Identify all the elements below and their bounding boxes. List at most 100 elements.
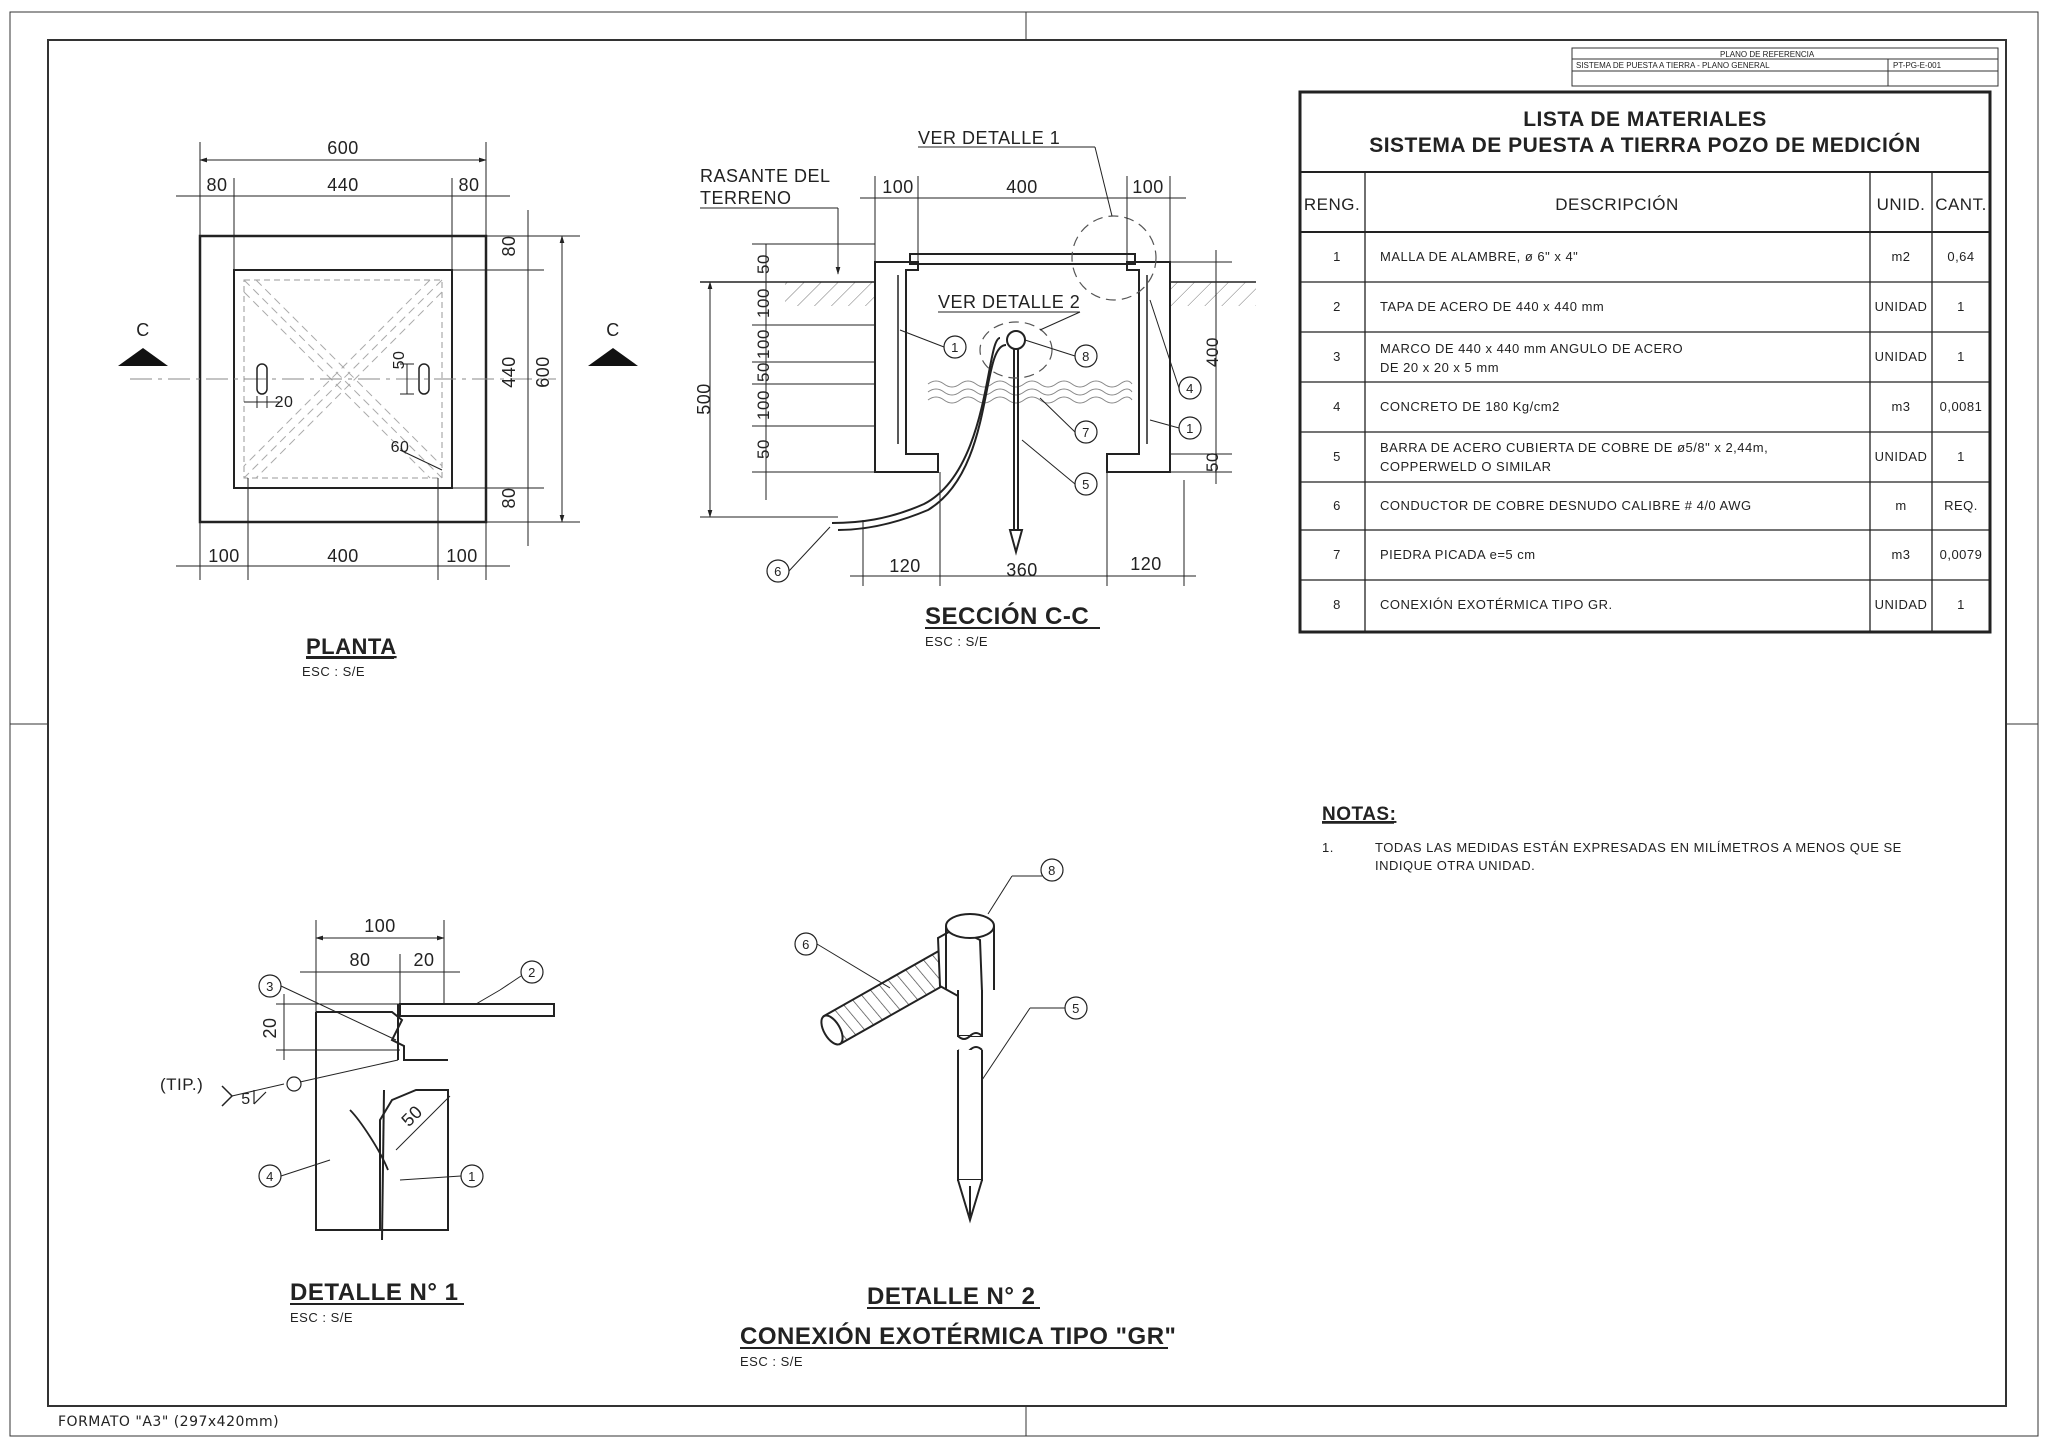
rasante-label-2: TERRENO: [700, 188, 792, 208]
callout-detalle1-4: 4: [266, 1169, 274, 1184]
reference-block: PLANO DE REFERENCIA SISTEMA DE PUESTA A …: [1571, 47, 1999, 87]
header-descripcion: DESCRIPCIÓN: [1555, 195, 1679, 214]
dim-detalle1-a: 80: [349, 950, 370, 970]
row-desc: BARRA DE ACERO CUBIERTA DE COBRE DE ø5/8…: [1380, 440, 1768, 455]
table-row: 2 TAPA DE ACERO DE 440 x 440 mm UNIDAD 1: [1333, 299, 1965, 314]
table-row: 6 CONDUCTOR DE COBRE DESNUDO CALIBRE # 4…: [1333, 498, 1977, 513]
ref-plan-name: SISTEMA DE PUESTA A TIERRA - PLANO GENER…: [1576, 61, 1770, 70]
row-reng: 1: [1333, 249, 1341, 264]
row-unid: UNIDAD: [1875, 597, 1928, 612]
ref-title: PLANO DE REFERENCIA: [1720, 50, 1815, 59]
dim-planta-right-mid: 440: [499, 356, 519, 388]
note-line-1: TODAS LAS MEDIDAS ESTÁN EXPRESADAS EN MI…: [1375, 840, 1902, 855]
format-label: FORMATO "A3" (297x420mm): [58, 1414, 279, 1430]
materials-subtitle: SISTEMA DE PUESTA A TIERRA POZO DE MEDIC…: [1369, 133, 1921, 157]
row-cant: 1: [1957, 597, 1965, 612]
planta-title: PLANTA: [306, 634, 397, 659]
row-unid: m3: [1891, 399, 1910, 414]
seccion-title: SECCIÓN C-C: [925, 602, 1089, 630]
dim-planta-top-right: 80: [458, 175, 479, 195]
detalle2-scale: ESC : S/E: [740, 1354, 803, 1369]
row-unid: UNIDAD: [1875, 449, 1928, 464]
dim-seccion-left-d: 50: [754, 362, 773, 382]
row-unid: m2: [1891, 249, 1910, 264]
row-desc: MARCO DE 440 x 440 mm ANGULO DE ACERO: [1380, 341, 1683, 356]
materials-title: LISTA DE MATERIALES: [1523, 108, 1767, 131]
table-row: 4 CONCRETO DE 180 Kg/cm2 m3 0,0081: [1333, 399, 1982, 414]
callout-detalle1-3: 3: [266, 979, 274, 994]
callout-seccion-5: 5: [1082, 477, 1090, 492]
header-unid: UNID.: [1877, 195, 1926, 214]
callout-detalle2-8: 8: [1048, 863, 1056, 878]
connector-body: [936, 913, 995, 998]
dim-seccion-left-total: 500: [694, 383, 714, 415]
row-cant: 1: [1957, 299, 1965, 314]
dim-planta-top-left: 80: [206, 175, 227, 195]
dim-seccion-top-mid: 400: [1006, 177, 1038, 197]
row-unid: m3: [1891, 547, 1910, 562]
callout-seccion-7: 7: [1082, 425, 1090, 440]
detalle-2-view: 8 6 5 DETALLE N° 2 CONEXIÓN EXOTÉRMICA T…: [740, 858, 1176, 1369]
dim-planta-bot-mid: 400: [327, 546, 359, 566]
seccion-view: VER DETALLE 1 VER DETALLE 2 RASANTE DEL …: [694, 128, 1256, 649]
row-desc: MALLA DE ALAMBRE, ø 6" x 4": [1380, 249, 1578, 264]
dim-planta-corner: 60: [391, 439, 410, 456]
row-desc: TAPA DE ACERO DE 440 x 440 mm: [1380, 299, 1604, 314]
dim-planta-right-bot: 80: [499, 487, 519, 508]
dim-planta-slot-w: 20: [275, 394, 294, 411]
detalle2-title: DETALLE N° 2: [867, 1283, 1036, 1310]
dim-seccion-bot-right: 120: [1130, 554, 1162, 574]
row-reng: 3: [1333, 349, 1341, 364]
notes-title: NOTAS:: [1322, 804, 1396, 825]
row-desc: PIEDRA PICADA e=5 cm: [1380, 547, 1536, 562]
dim-detalle1-weld: 5: [241, 1091, 250, 1108]
callout-seccion-6: 6: [774, 564, 782, 579]
dim-seccion-top-left: 100: [882, 177, 914, 197]
detalle-1-view: 100 80 20 20 50 (TIP.) 5: [160, 916, 555, 1325]
row-reng: 2: [1333, 299, 1341, 314]
dim-detalle1-b: 20: [413, 950, 434, 970]
dim-seccion-left-f: 50: [754, 439, 773, 459]
dim-seccion-top-right: 100: [1132, 177, 1164, 197]
tip-label: (TIP.): [160, 1075, 203, 1094]
row-cant: 0,64: [1947, 249, 1974, 264]
callout-detalle2-5: 5: [1072, 1001, 1080, 1016]
detalle2-subtitle: CONEXIÓN EXOTÉRMICA TIPO "GR": [740, 1322, 1176, 1350]
callout-seccion-1b: 1: [1186, 421, 1194, 436]
rasante-label-1: RASANTE DEL: [700, 166, 831, 186]
planta-scale: ESC : S/E: [302, 664, 365, 679]
sheet-frame: [9, 11, 2039, 1437]
callout-seccion-4: 4: [1186, 381, 1194, 396]
dim-planta-right-total: 600: [533, 356, 553, 388]
row-reng: 4: [1333, 399, 1341, 414]
table-row: 1 MALLA DE ALAMBRE, ø 6" x 4" m2 0,64: [1333, 249, 1974, 264]
dim-planta-bot-right: 100: [446, 546, 478, 566]
notes: NOTAS: 1. TODAS LAS MEDIDAS ESTÁN EXPRES…: [1322, 804, 1902, 873]
row-cant: 1: [1957, 449, 1965, 464]
detalle1-scale: ESC : S/E: [290, 1310, 353, 1325]
seccion-scale: ESC : S/E: [925, 634, 988, 649]
callout-detalle2-6: 6: [802, 937, 810, 952]
table-row: 3 MARCO DE 440 x 440 mm ANGULO DE ACERO …: [1333, 341, 1965, 375]
row-desc-2: COPPERWELD O SIMILAR: [1380, 459, 1552, 474]
row-cant: 1: [1957, 349, 1965, 364]
header-cant: CANT.: [1935, 195, 1987, 214]
row-unid: m: [1895, 498, 1906, 513]
row-cant: 0,0079: [1940, 547, 1983, 562]
row-reng: 6: [1333, 498, 1341, 513]
note-line-2: INDIQUE OTRA UNIDAD.: [1375, 858, 1535, 873]
dim-seccion-right-b: 50: [1203, 452, 1222, 472]
ver-detalle-2-label: VER DETALLE 2: [938, 292, 1080, 312]
dim-seccion-bot-mid: 360: [1006, 560, 1038, 580]
callout-seccion-8: 8: [1082, 349, 1090, 364]
dim-seccion-left-a: 50: [754, 254, 773, 274]
dim-detalle1-diag: 50: [397, 1101, 426, 1130]
row-desc: CONEXIÓN EXOTÉRMICA TIPO GR.: [1380, 597, 1613, 612]
dim-planta-slot-h: 50: [391, 351, 408, 370]
gravel-layer: [927, 380, 1133, 404]
planta-view: C C 600 80 440 80 80 440 80 600: [118, 138, 638, 679]
header-reng: RENG.: [1304, 195, 1360, 214]
cut-label-left: C: [136, 320, 150, 340]
dim-seccion-right-a: 400: [1203, 337, 1222, 367]
